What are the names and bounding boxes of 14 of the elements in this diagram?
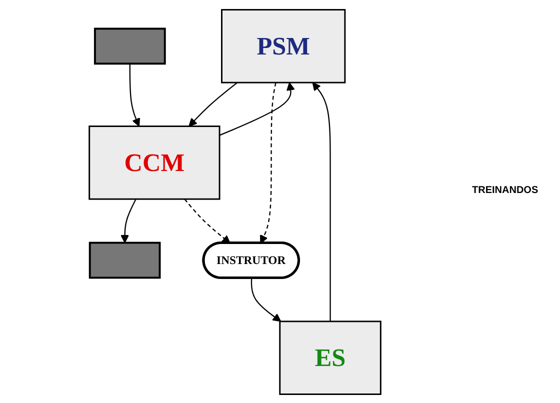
arrow: [312, 82, 331, 321]
node-box: [88, 241, 161, 278]
node-box: [94, 27, 166, 64]
arrow: [184, 198, 230, 244]
node-box: CCM: [88, 125, 220, 200]
group-label: TREINANDOS: [472, 185, 538, 196]
arrow: [188, 82, 238, 126]
arrow: [219, 82, 295, 136]
node-box: ES: [279, 320, 382, 394]
arrow: [120, 198, 136, 243]
arrow: [260, 82, 276, 244]
arrow: [129, 63, 140, 126]
node-box: PSM: [221, 8, 346, 83]
arrow: [250, 278, 282, 322]
